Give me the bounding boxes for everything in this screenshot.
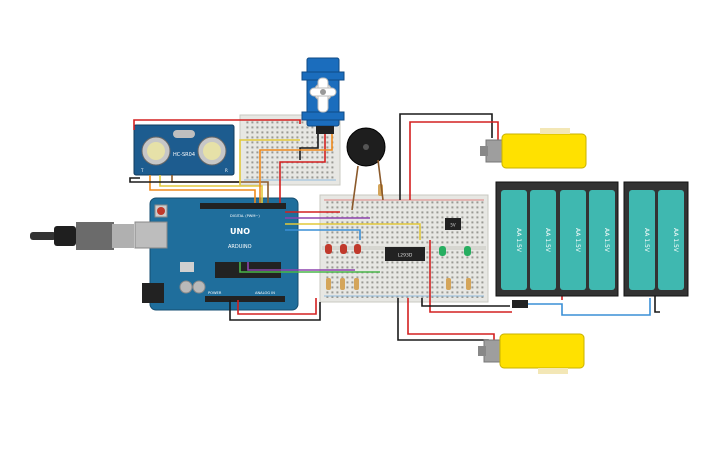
battery-cell-label-3: AA 1.5V xyxy=(574,228,581,253)
battery-cell-label-4: AA 1.5V xyxy=(603,228,610,253)
servo-motor[interactable] xyxy=(301,57,345,134)
battery-pack-2[interactable]: AA 1.5V AA 1.5V xyxy=(623,181,689,297)
sensor-label: HC-SR04 xyxy=(173,152,195,158)
battery-cell-label-1: AA 1.5V xyxy=(515,228,522,253)
arduino-brand: ARDUINO xyxy=(228,244,252,250)
sensor-pin-t: T xyxy=(140,168,144,173)
battery-cell-label-6: AA 1.5V xyxy=(672,228,679,253)
ultrasonic-sensor[interactable]: HC-SR04 T R xyxy=(133,124,235,176)
power-switch[interactable] xyxy=(512,300,528,308)
battery-pack-4[interactable]: AA 1.5V AA 1.5V AA 1.5V AA 1.5V xyxy=(495,181,619,297)
reset-button[interactable] xyxy=(157,207,165,215)
wires xyxy=(129,113,660,346)
power-jack xyxy=(142,283,164,303)
voltage-regulator[interactable]: 5V xyxy=(445,218,461,230)
power-pins-label: POWER xyxy=(208,291,222,295)
digital-pins-label: DIGITAL (PWM~) xyxy=(230,214,260,218)
analog-pins-label: ANALOG IN xyxy=(255,291,275,295)
usb-port xyxy=(134,221,168,249)
dc-motor-bottom[interactable] xyxy=(478,333,585,374)
l293d-driver-chip[interactable]: L293D xyxy=(385,247,425,261)
arduino-uno-board[interactable]: UNO ARDUINO DIGITAL (PWM~) POWER ANALOG … xyxy=(134,197,299,311)
dc-motor-top[interactable] xyxy=(480,128,587,169)
sensor-pin-r: R xyxy=(225,168,228,173)
battery-cell-label-5: AA 1.5V xyxy=(643,228,650,253)
regulator-label: 5V xyxy=(450,223,456,228)
battery-cell-label-2: AA 1.5V xyxy=(544,228,551,253)
red-leds xyxy=(325,244,361,254)
driver-chip-label: L293D xyxy=(398,253,413,259)
piezo-buzzer[interactable] xyxy=(346,127,386,167)
resistors xyxy=(326,184,471,290)
green-leds xyxy=(439,246,471,256)
usb-cable xyxy=(30,222,134,250)
arduino-logo: UNO xyxy=(230,227,250,236)
